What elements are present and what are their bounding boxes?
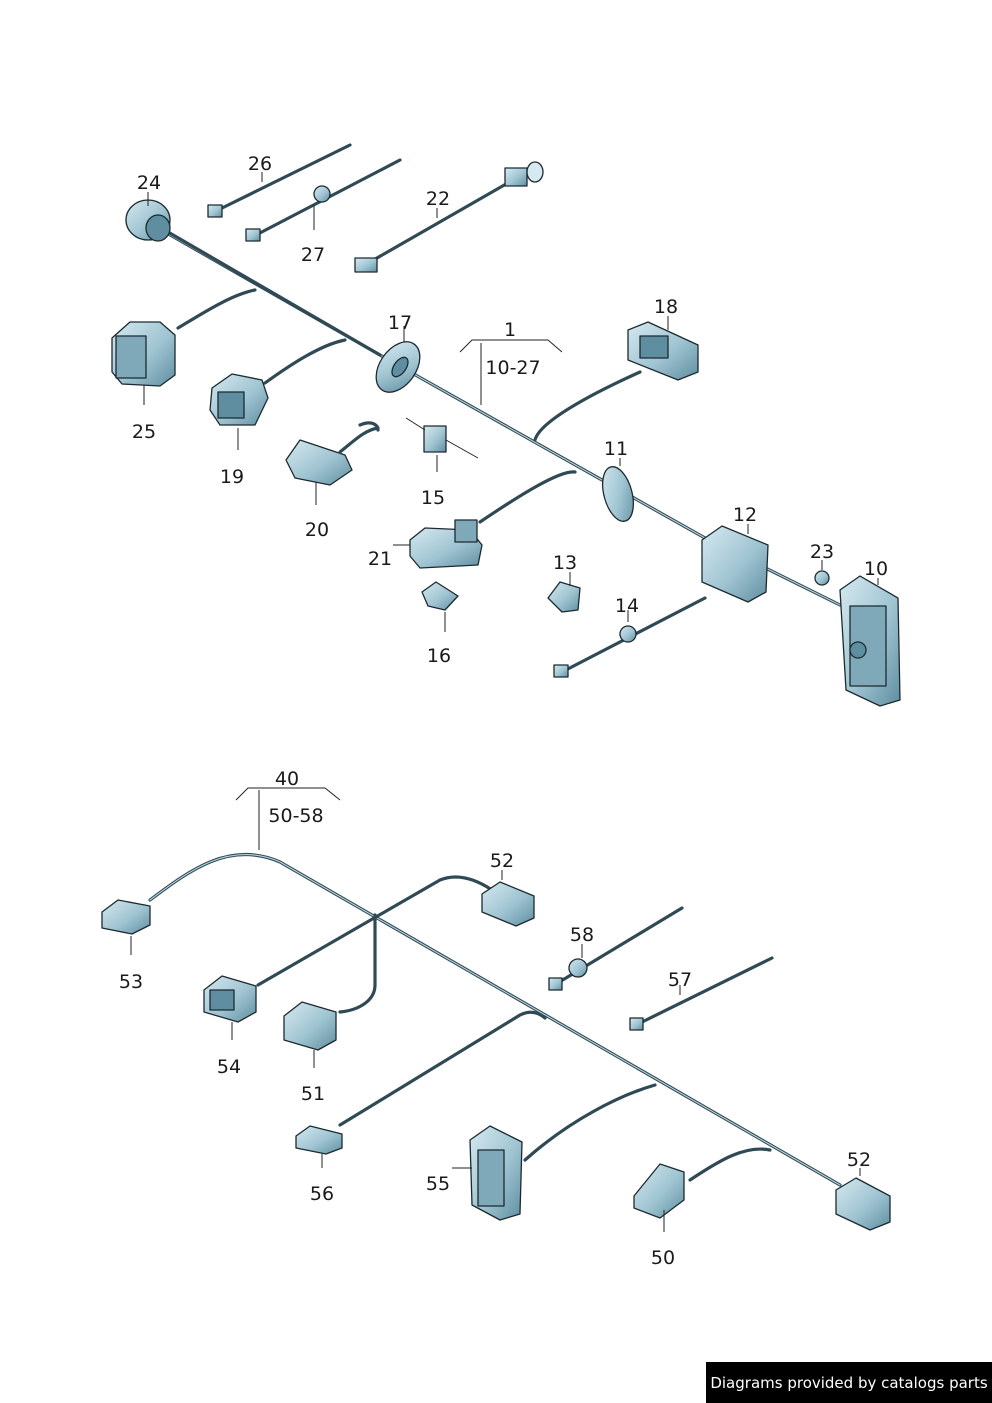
label-22: 22 <box>426 188 450 210</box>
part-56-connector <box>295 1125 343 1155</box>
label-56: 56 <box>310 1183 334 1205</box>
part-50-connector <box>633 1163 685 1219</box>
part-12-grommet <box>701 525 769 603</box>
part-27-cable-tie <box>245 158 402 242</box>
part-26-cable-tie <box>207 143 352 218</box>
part-13-holder <box>547 581 581 613</box>
label-27: 27 <box>301 244 325 266</box>
label-1: 1 <box>504 319 516 341</box>
label-20: 20 <box>305 519 329 541</box>
part-58-cable-tie <box>548 906 684 991</box>
part-57-cable-tie <box>629 956 774 1031</box>
part-20-bracket <box>285 426 380 486</box>
label-14: 14 <box>615 595 639 617</box>
label-16: 16 <box>427 645 451 667</box>
part-52-upper-connector <box>481 881 535 927</box>
part-53-connector <box>101 899 151 935</box>
label-1-range: 10-27 <box>485 357 540 379</box>
part-55-connector <box>469 1125 523 1221</box>
label-50: 50 <box>651 1247 675 1269</box>
label-18: 18 <box>654 296 678 318</box>
part-24-round-connector <box>125 199 171 242</box>
part-52-lower-connector <box>835 1177 891 1231</box>
part-17-grommet <box>375 341 421 393</box>
part-14-cable-tie <box>553 596 707 678</box>
part-16-cap <box>421 581 459 611</box>
label-13: 13 <box>553 552 577 574</box>
label-19: 19 <box>220 466 244 488</box>
part-25-plug <box>111 321 176 387</box>
label-51: 51 <box>301 1083 325 1105</box>
label-54: 54 <box>217 1056 241 1078</box>
part-54-connector <box>203 975 257 1023</box>
part-11-grommet <box>602 466 634 522</box>
part-51-connector <box>283 1001 337 1051</box>
label-24: 24 <box>137 172 161 194</box>
label-10: 10 <box>864 558 888 580</box>
lower-harness <box>148 852 842 1187</box>
part-23-screw <box>814 570 830 586</box>
label-11: 11 <box>604 438 628 460</box>
label-21: 21 <box>368 548 392 570</box>
label-57: 57 <box>668 969 692 991</box>
label-25: 25 <box>132 421 156 443</box>
part-15-clip <box>405 417 479 459</box>
label-17: 17 <box>388 312 412 334</box>
label-53: 53 <box>119 971 143 993</box>
label-26: 26 <box>248 153 272 175</box>
part-21-connector <box>409 519 483 569</box>
part-labels: 1 10-27 10 11 12 13 14 15 16 17 18 19 20… <box>119 153 888 1269</box>
label-23: 23 <box>810 541 834 563</box>
label-58: 58 <box>570 924 594 946</box>
label-40: 40 <box>275 768 299 790</box>
part-22-lead <box>354 161 544 273</box>
leader-lines <box>130 172 879 1232</box>
credit-banner: Diagrams provided by catalogs parts <box>706 1362 992 1403</box>
label-52-upper: 52 <box>490 850 514 872</box>
upper-harness <box>163 230 842 607</box>
label-55: 55 <box>426 1173 450 1195</box>
label-15: 15 <box>421 487 445 509</box>
label-40-range: 50-58 <box>268 805 323 827</box>
part-18-connector <box>627 321 699 381</box>
part-19-connector <box>209 373 269 426</box>
part-10-main-connector <box>839 575 901 707</box>
label-12: 12 <box>733 504 757 526</box>
label-52-lower: 52 <box>847 1149 871 1171</box>
